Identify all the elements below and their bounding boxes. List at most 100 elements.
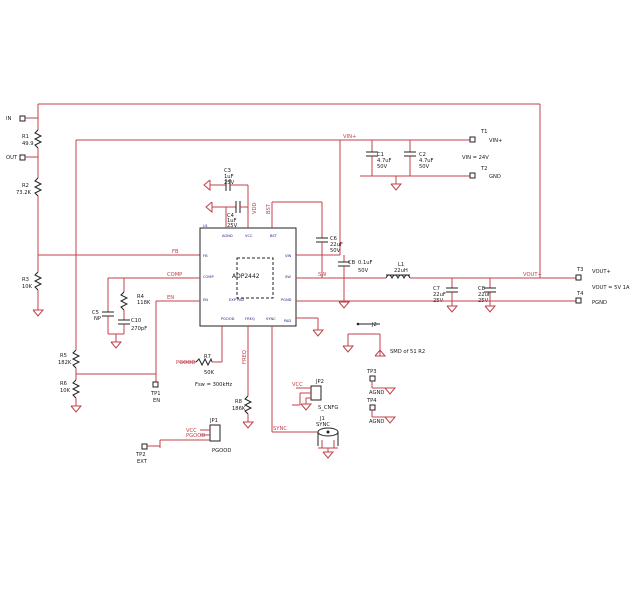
j2-ref: J2 (371, 322, 377, 328)
t4-label: PGND (592, 300, 607, 306)
c2-ref: C2 (419, 152, 426, 158)
net-en: EN (167, 295, 174, 301)
c3-value: 1uF (224, 174, 234, 180)
tp4-label: AGND (369, 419, 384, 425)
r6-ref: R6 (60, 381, 67, 387)
net-vout-plus: VOUT+ (523, 272, 542, 278)
capacitor-c5: C5 NP (92, 310, 114, 322)
capacitor-cb: CB 0.1uF 50V (338, 260, 373, 274)
c5-ref: C5 (92, 310, 99, 316)
resistor-r3: R3 10K (22, 271, 43, 291)
r5-ref: R5 (60, 353, 67, 359)
net-bst: BST (266, 203, 272, 214)
testpoint-tp2: TP2 EXT (135, 443, 148, 465)
c6-volt: 50V (330, 248, 341, 254)
net-sw: SW (318, 272, 326, 278)
t3-ref: T3 (576, 267, 583, 273)
c4-value: 1uF (227, 218, 237, 224)
in-port: IN (6, 115, 26, 122)
out-port-box (19, 154, 26, 161)
t2-connector: T2 GND (469, 166, 501, 180)
cb-value: 0.1uF (358, 260, 373, 266)
in-port-label: IN (6, 116, 12, 122)
c2-value: 4.7uF (419, 158, 434, 164)
c7-value: 22uF (433, 292, 446, 298)
c5-value: NP (94, 316, 101, 322)
tp3-label: AGND (369, 390, 384, 396)
ic-u1: ADP2442 U1 EXP PAD FB COMP EN PGOOD FREQ… (199, 224, 297, 327)
capacitor-c1: C1 4.7uF 50V (366, 151, 392, 170)
net-fb: FB (172, 249, 179, 255)
capacitor-c3: C3 1uF 25V (224, 168, 235, 191)
pin-bst: BST (270, 234, 278, 238)
connector-j1: J1 SYNC (316, 416, 339, 446)
r3-value: 10K (22, 284, 33, 290)
tp2-ref: TP2 (135, 452, 146, 458)
r4-ref: R4 (137, 294, 145, 300)
jp1-pin-vcc: VCC (186, 428, 197, 434)
net-sync: SYNC (273, 426, 287, 432)
pin-freq: FREQ (245, 317, 255, 321)
t3-label: VOUT+ (592, 269, 611, 275)
r2-value: 73.2K (16, 190, 32, 196)
r5-value: 182K (58, 360, 72, 366)
c4-ref: C4 (227, 213, 235, 219)
note-vin: VIN = 24V (462, 155, 489, 161)
testpoint-tp4: TP4 AGND (366, 398, 397, 425)
c8-ref: C8 (478, 286, 485, 292)
r1-ref: R1 (22, 134, 29, 140)
resistor-r7: R7 50K (195, 354, 215, 376)
t2-label: GND (489, 174, 501, 180)
r6-value: 10K (60, 388, 71, 394)
r8-value: 186K (232, 406, 246, 412)
c1-volt: 50V (377, 164, 388, 170)
net-vin-plus: VIN+ (343, 134, 356, 140)
capacitor-c4: C4 1uF 25V (227, 201, 241, 229)
pin-pgood: PGOOD (221, 317, 235, 321)
t4-connector: T4 PGND (575, 291, 607, 306)
c10-ref: C10 (131, 318, 141, 324)
r4-value: 118K (137, 300, 151, 306)
resistor-r5: R5 182K (58, 349, 81, 369)
resistor-r4: R4 118K (119, 291, 151, 311)
jumper-jp1: JP1 PGOOD (209, 418, 231, 454)
resistor-r2: R2 73.2K (16, 177, 43, 197)
inductor-l1: L1 22uH (385, 262, 411, 280)
note-vout: VOUT = 5V 1A (592, 285, 630, 291)
cb-volt: 50V (358, 268, 369, 274)
c4-volt: 25V (227, 223, 238, 229)
c1-value: 4.7uF (377, 158, 392, 164)
t1-label: VIN+ (489, 138, 502, 144)
tp4-ref: TP4 (366, 398, 377, 404)
net-vdd: VDD (252, 202, 258, 214)
r7-value: 50K (204, 370, 215, 376)
l1-ref: L1 (398, 262, 404, 268)
pin-agnd: AGND (222, 234, 233, 238)
jp2-ref: JP2 (315, 379, 324, 385)
tp3-ref: TP3 (366, 369, 377, 375)
pin-comp: COMP (203, 275, 214, 279)
jp1-pin-pgood: PGOOD (186, 433, 205, 439)
pin-vin: VIN (285, 254, 292, 258)
r8-ref: R8 (235, 399, 242, 405)
pin-sync: SYNC (266, 317, 276, 321)
t2-ref: T2 (480, 166, 487, 172)
r1-value: 49.9 (22, 141, 34, 147)
net-freq: FREQ (242, 350, 248, 364)
ic-exp-pad: EXP PAD (229, 298, 244, 302)
capacitor-c10: C10 270pF (118, 318, 147, 332)
capacitor-c2: C2 4.7uF 50V (404, 151, 434, 170)
pin-sw: SW (285, 275, 291, 279)
tp1-label: EN (153, 398, 160, 404)
resistor-r1: R1 49.9 (22, 129, 43, 149)
note-fsw: Fsw = 300kHz (195, 382, 232, 388)
pin-pad: PAD (284, 319, 291, 323)
c10-value: 270pF (131, 326, 147, 332)
net-comp: COMP (167, 272, 182, 278)
t1-connector: T1 VIN+ (469, 129, 502, 144)
jumper-jp2: JP2 S_CNFG (310, 379, 338, 411)
ic-ref: U1 (203, 224, 208, 228)
jp1-ref: JP1 (209, 418, 218, 424)
c3-volt: 25V (224, 180, 235, 186)
